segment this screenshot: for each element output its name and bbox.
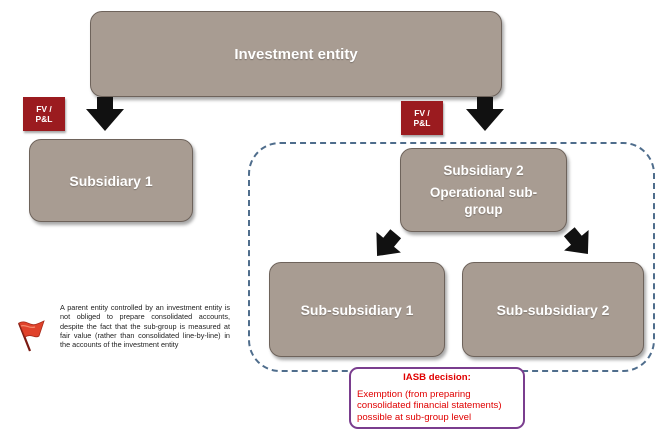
down-arrow-icon	[86, 97, 124, 131]
sub-subsidiary-2-label: Sub-subsidiary 2	[496, 301, 610, 318]
fv-pl-tag-right-line2: P&L	[413, 118, 431, 128]
fv-pl-tag-right-line1: FV /	[414, 108, 430, 118]
fv-pl-tag-left-line1: FV /	[36, 104, 52, 114]
subsidiary-2-label: Subsidiary 2	[443, 163, 524, 178]
sub-subsidiary-1-label: Sub-subsidiary 1	[300, 301, 414, 318]
iasb-decision-title: IASB decision:	[403, 372, 471, 383]
fv-pl-tag-left: FV / P&L	[23, 97, 65, 131]
operational-subgroup-label-cont: group	[464, 202, 503, 217]
down-left-arrow-icon	[376, 229, 402, 257]
investment-entity-box: Investment entity	[90, 11, 502, 97]
fv-pl-tag-left-line2: P&L	[35, 114, 53, 124]
iasb-decision-body: Exemption (from preparing consolidated f…	[357, 389, 502, 423]
explanatory-note: A parent entity controlled by an investm…	[60, 303, 230, 350]
down-right-arrow-icon	[563, 227, 589, 255]
subsidiary-1-label: Subsidiary 1	[69, 172, 153, 189]
sub-subsidiary-1-box: Sub-subsidiary 1	[269, 262, 445, 357]
sub-subsidiary-2-box: Sub-subsidiary 2	[462, 262, 644, 357]
subsidiary-1-box: Subsidiary 1	[29, 139, 193, 222]
red-flag-icon	[17, 320, 45, 352]
subsidiary-2-box: Subsidiary 2 Operational sub- group	[400, 148, 567, 232]
operational-subgroup-label: Operational sub-	[429, 185, 538, 200]
fv-pl-tag-right: FV / P&L	[401, 101, 443, 135]
investment-entity-label: Investment entity	[234, 45, 358, 63]
down-arrow-icon	[466, 97, 504, 131]
iasb-decision-box: IASB decision: Exemption (from preparing…	[349, 367, 525, 429]
